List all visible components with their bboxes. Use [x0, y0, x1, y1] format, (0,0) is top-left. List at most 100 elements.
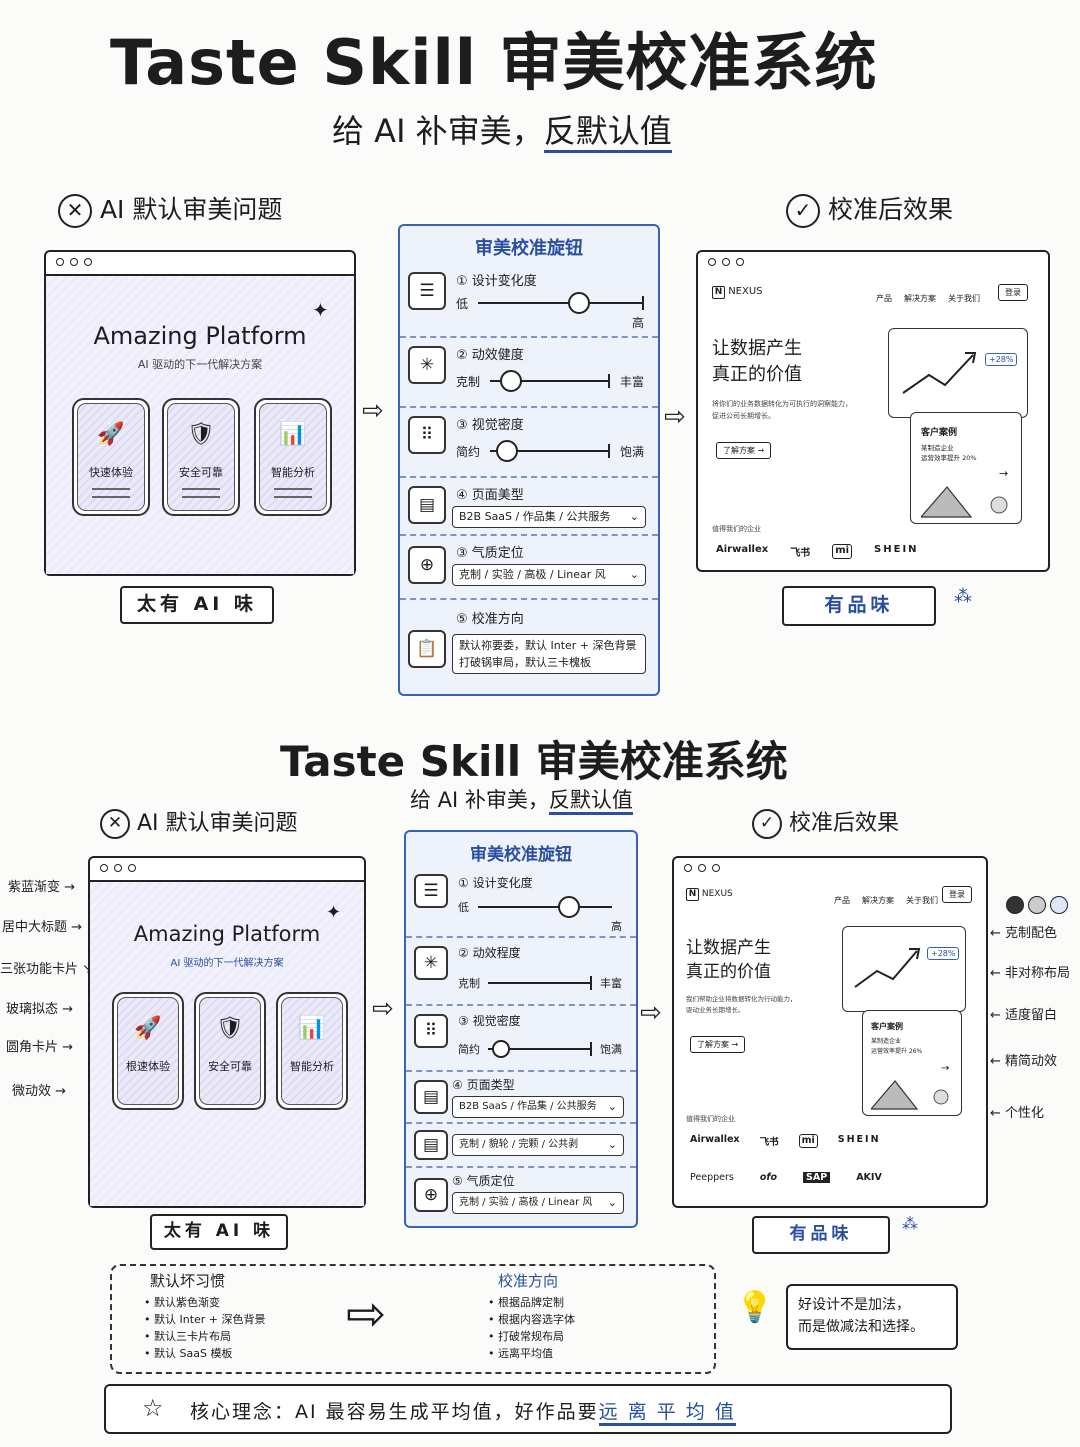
- result-heading-text: 校准后效果: [827, 195, 953, 224]
- slider-knob[interactable]: [568, 292, 590, 314]
- feature-card: 🛡安全可靠: [194, 992, 266, 1110]
- knob-row-page-type: ▤ ④ 页面类型 B2B SaaS / 作品集 / 公共服务⌄: [406, 1070, 636, 1122]
- card-label: 根速体验: [126, 1060, 170, 1073]
- headline: 让数据产生真正的价值: [712, 338, 802, 385]
- slider-high: 高: [611, 920, 622, 933]
- slider-high: 饱满: [619, 445, 644, 459]
- slider-low: 克制: [456, 375, 481, 389]
- annotation: 三张功能卡片 ↘: [0, 962, 94, 977]
- sparkle-icon: ✦: [312, 298, 329, 322]
- slider-high: 丰富: [600, 977, 622, 990]
- feature-card: 📊智能分析: [254, 398, 332, 516]
- row-title: ③ 视觉密度: [456, 418, 524, 433]
- habits-list: • 默认紫色渐变 • 默认 Inter + 深色背景 • 默认三卡片布局 • 默…: [144, 1294, 266, 1362]
- knob-row-tone: ⊕ ⑤ 气质定位 克制 / 实验 / 高极 / Linear 风⌄: [406, 1166, 636, 1224]
- case-card: 客户案例 某制造企业运营效率提升 20% →: [910, 412, 1022, 524]
- growth-chart-icon: [854, 948, 921, 988]
- akiv-logo: AKIV: [856, 1172, 882, 1183]
- page-type-select[interactable]: B2B SaaS / 作品集 / 公共服务⌄: [452, 1096, 624, 1118]
- case-card: 客户案例 某制造企业运营效率提升 26% →: [862, 1010, 962, 1116]
- slider-knob[interactable]: [500, 370, 522, 392]
- close-icon: ✕: [100, 809, 130, 839]
- rocket-icon: 🚀: [134, 1016, 162, 1041]
- list-icon: ▤: [414, 1130, 448, 1160]
- peeppers-logo: Peeppers: [690, 1172, 734, 1183]
- feishu-logo: 飞书: [790, 548, 811, 559]
- window-dots: [684, 864, 720, 872]
- page-type-select[interactable]: B2B SaaS / 作品集 / 公共服务⌄: [452, 506, 646, 528]
- result-heading: ✓ 校准后效果: [786, 190, 953, 228]
- direction-title: 校准方向: [498, 1272, 559, 1290]
- ai-taste-badge: 太有 AI 味: [120, 586, 274, 624]
- airwallex-logo: Airwallex: [690, 1134, 740, 1145]
- motion-slider[interactable]: 克制 丰富: [456, 366, 644, 396]
- default-ai-browser: ✦ Amazing Platform AI 驱动的下一代解决方案 🚀根速体验 🛡…: [88, 856, 366, 1208]
- slider-knob[interactable]: [496, 440, 518, 462]
- chevron-down-icon: ⌄: [629, 510, 639, 523]
- growth-badge: +28%: [985, 353, 1018, 366]
- document-icon: ▤: [408, 486, 446, 524]
- good-taste-badge: 有品味: [752, 1216, 890, 1254]
- clipboard-icon: 📋: [408, 630, 446, 668]
- window-dots: [100, 864, 136, 872]
- habits-title: 默认坏习惯: [150, 1272, 226, 1290]
- mountain-image: [871, 1080, 949, 1110]
- density-slider[interactable]: 简约 饱满: [456, 436, 644, 466]
- section-title: Taste Skill 审美校准系统: [280, 737, 788, 786]
- arrow-right-icon: ⇨: [640, 998, 662, 1028]
- growth-chart-icon: [902, 352, 977, 394]
- brand: N NEXUS: [686, 888, 733, 901]
- knob-row-extra: ▤ 克制 / 貌轮 / 完颗 / 公共剥⌄: [406, 1122, 636, 1166]
- chart-icon: 📊: [298, 1016, 326, 1041]
- extra-select[interactable]: 克制 / 貌轮 / 完颗 / 公共剥⌄: [452, 1134, 624, 1156]
- density-slider[interactable]: 简约 饱满: [458, 1034, 622, 1064]
- subtitle-prefix: 给 AI 补审美，: [410, 788, 549, 812]
- arrow-right-icon: ⇨: [664, 402, 686, 432]
- arrow-icon: →: [999, 467, 1009, 480]
- nav-item[interactable]: 关于我们: [948, 294, 980, 303]
- nav-item[interactable]: 产品: [876, 294, 892, 303]
- knob-row-density: ⠿ ③ 视觉密度 简约 饱满: [400, 406, 658, 476]
- slider-knob[interactable]: [558, 896, 580, 918]
- nav-item[interactable]: 产品: [834, 896, 850, 905]
- nav-item[interactable]: 解决方案: [862, 896, 894, 905]
- motion-slider[interactable]: 克制 丰富: [458, 968, 622, 998]
- nav-item[interactable]: 解决方案: [904, 294, 936, 303]
- swatch-dark: [1006, 896, 1024, 914]
- tone-select[interactable]: 克制 / 实验 / 高极 / Linear 风⌄: [452, 1192, 624, 1214]
- panel-title: 审美校准旋钮: [475, 238, 583, 259]
- cta-button[interactable]: 了解方案 →: [690, 1036, 746, 1053]
- page-title: Taste Skill 审美校准系统: [110, 26, 878, 99]
- direction-note: 默认祢要委，默认 Inter + 深色背景 打破锅审局，默认三卡槐板: [452, 634, 646, 674]
- slider-low: 低: [456, 297, 469, 311]
- nexus-logo-icon: N: [686, 888, 699, 901]
- problem-heading-text: AI 默认审美问题: [137, 811, 298, 836]
- target-icon: ⊕: [408, 546, 446, 584]
- body-copy: 将你们的业务数据转化为可执行的洞察能力，促进公司长期增长。: [712, 400, 852, 420]
- login-button[interactable]: 登录: [998, 284, 1028, 301]
- airwallex-logo: Airwallex: [716, 544, 769, 555]
- shield-icon: 🛡: [216, 1016, 244, 1041]
- nav-item[interactable]: 关于我们: [906, 896, 938, 905]
- logo-row-2: Peeppers ofo SAP AKIV: [690, 1172, 882, 1183]
- check-icon: ✓: [786, 194, 820, 228]
- logo-row: Airwallex 飞书 mi SHEIN: [690, 1134, 881, 1148]
- arrow-right-icon: ⇨: [362, 396, 384, 426]
- slider-knob[interactable]: [492, 1040, 510, 1058]
- variation-slider[interactable]: 低 高: [456, 288, 644, 330]
- big-arrow-icon: ⇨: [346, 1286, 387, 1342]
- sliders-icon: ☰: [414, 874, 448, 908]
- mi-logo: mi: [798, 1134, 818, 1148]
- feature-card: 🚀快速体验: [72, 398, 150, 516]
- login-button[interactable]: 登录: [942, 886, 972, 903]
- cta-button[interactable]: 了解方案 →: [716, 442, 772, 459]
- annotation: ← 非对称布局: [990, 966, 1071, 981]
- row-title: ③ 气质定位: [456, 546, 524, 561]
- slider-low: 简约: [456, 445, 481, 459]
- feature-card: 📊智能分析: [276, 992, 348, 1110]
- list-item: • 默认紫色渐变: [144, 1296, 220, 1309]
- tone-select[interactable]: 克制 / 实验 / 高极 / Linear 风⌄: [452, 564, 646, 586]
- calibration-panel: 审美校准旋钮 ☰ ① 设计变化度 低 高 ✳ ② 动效健度 克制 丰富 ⠿ ③ …: [398, 224, 660, 696]
- variation-slider[interactable]: 低 高: [458, 892, 622, 933]
- top-nav: 产品 解决方案 关于我们: [864, 286, 980, 305]
